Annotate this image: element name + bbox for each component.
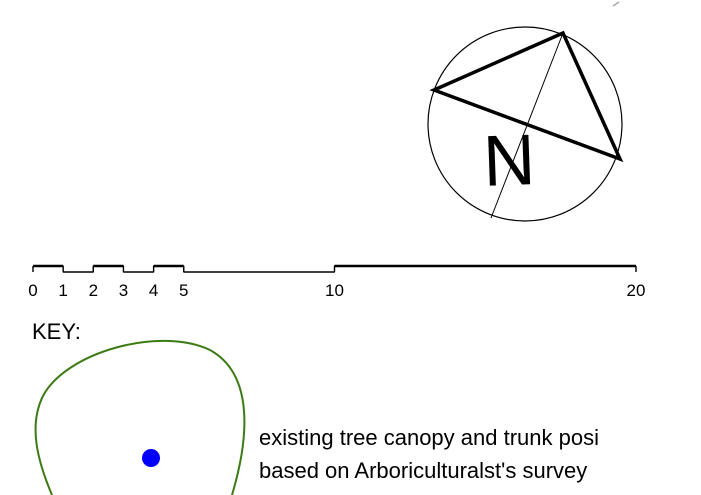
north-arrow-circle — [427, 26, 623, 222]
scale-bar-label: 20 — [627, 281, 646, 300]
scale-bar-label: 0 — [28, 281, 37, 300]
scale-bar-label: 4 — [149, 281, 158, 300]
legend-text-line-1: existing tree canopy and trunk posi — [259, 425, 599, 450]
scale-bar-label: 3 — [119, 281, 128, 300]
north-arrow-triangle — [429, 30, 624, 163]
scale-bar-label: 10 — [325, 281, 344, 300]
tree-trunk-symbol — [142, 449, 160, 467]
tree-canopy-symbol — [34, 339, 246, 495]
key-title: KEY: — [32, 319, 81, 344]
scale-bar-label: 5 — [179, 281, 188, 300]
scale-bar-label: 1 — [58, 281, 67, 300]
key: KEY: existing tree canopy and trunk posi… — [32, 319, 599, 495]
scale-bar-label: 2 — [89, 281, 98, 300]
edge-mark — [612, 1, 620, 7]
legend-text-line-2: based on Arboriculturalst's survey — [259, 458, 587, 483]
scale-bar: 0 1 2 3 4 5 10 20 — [28, 264, 646, 300]
north-letter: N — [482, 120, 537, 202]
north-arrow: N — [427, 26, 624, 222]
